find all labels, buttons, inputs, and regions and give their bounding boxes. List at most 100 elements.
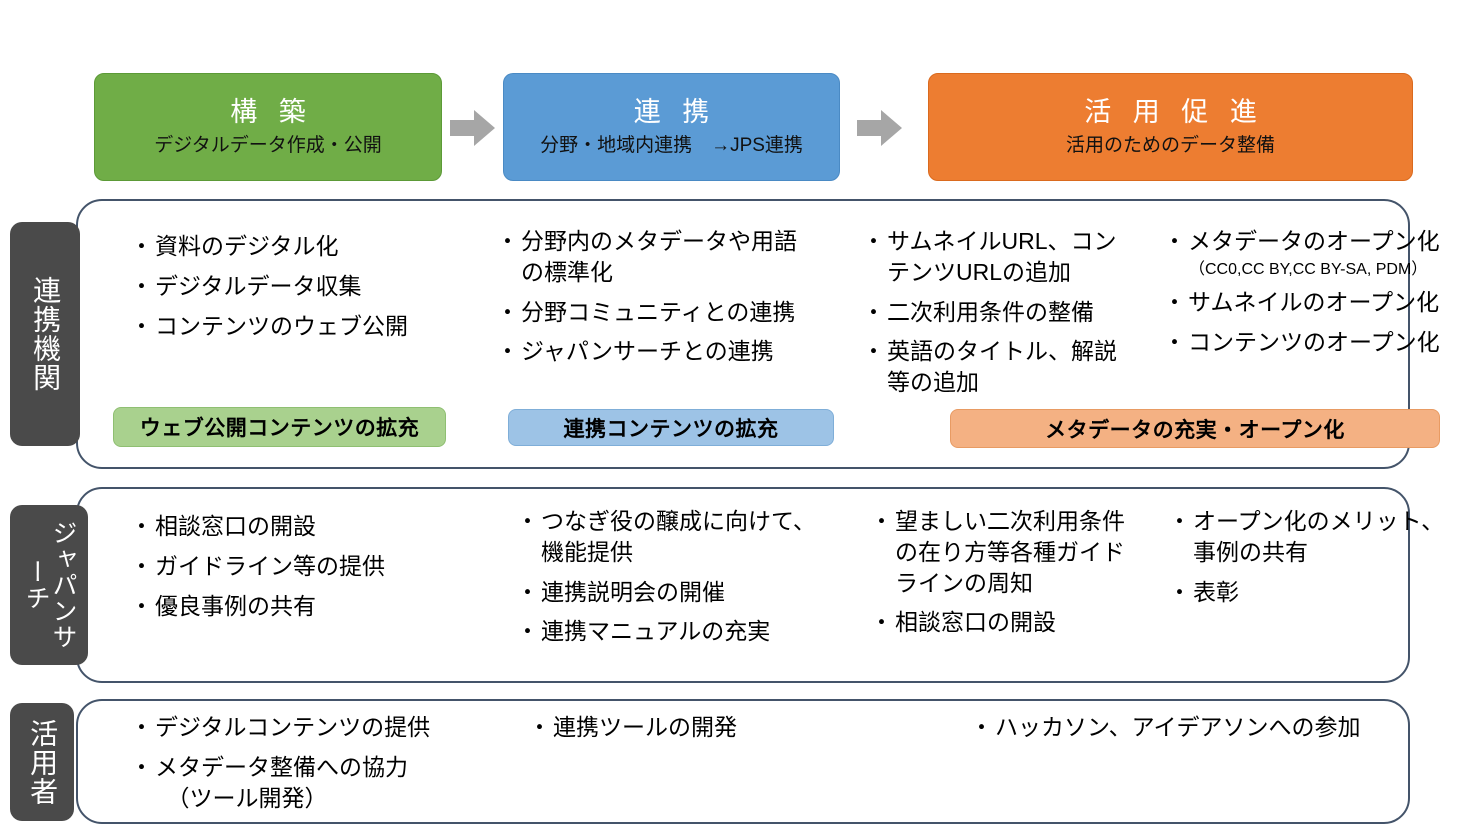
bullet-item: ・ つなぎ役の醸成に向けて、 機能提供 [516,506,846,568]
bullet-glyph: ・ [862,228,885,254]
bullet-text: 連携マニュアルの充実 [541,618,771,645]
bullet-item: ・ 連携マニュアルの充実 [516,616,846,647]
row2-column-4: ・ オープン化のメリット、 事例の共有 ・ 表彰 [1168,506,1458,616]
badge-label: 連携コンテンツの拡充 [563,417,779,441]
bullet-item: ・ 連携説明会の開催 [516,577,846,608]
bullet-glyph: ・ [528,714,551,740]
license-note: （CC0,CC BY,CC BY-SA, PDM） [1189,260,1428,278]
bullet-text: 優良事例の共有 [155,592,316,619]
arrow-right-icon-2 [857,110,902,146]
bullet-item: ・ サムネイルURL、コン テンツURLの追加 [862,226,1152,288]
bullet-text: オープン化のメリット、 事例の共有 [1193,508,1445,565]
bullet-glyph: ・ [130,552,153,579]
bullet-glyph: ・ [516,578,539,605]
phase-title-construction: 構 築 [230,96,313,127]
phase-subtitle-collaboration: 分野・地域内連携 →JPS連携 [540,134,803,156]
bullet-item: ・ コンテンツのウェブ公開 [130,311,470,342]
phase-box-construction: 構 築 デジタルデータ作成・公開 [94,73,442,181]
bullet-text: コンテンツのオープン化 [1188,328,1440,355]
bullet-item: ・ 二次利用条件の整備 [862,297,1152,328]
bullet-glyph: ・ [870,609,893,636]
bullet-text: 分野コミュニティとの連携 [521,298,796,325]
bullet-item: ・ 相談窓口の開設 [870,607,1160,638]
badge-label: ウェブ公開コンテンツの拡充 [139,417,420,440]
bullet-text: サムネイルのオープン化 [1188,289,1440,315]
bullet-glyph: ・ [130,714,153,740]
bullet-item: ・ 分野内のメタデータや用語 の標準化 [496,226,832,288]
bullet-text: 分野内のメタデータや用語 の標準化 [521,228,797,285]
bullet-glyph: ・ [1163,228,1186,254]
bullet-item: ・ 英語のタイトル、解説 等の追加 [862,336,1152,398]
bullet-glyph: ・ [496,228,519,254]
actor-tab-label-users: 活用者 [27,718,59,806]
bullet-item: ・ 優良事例の共有 [130,591,470,622]
bullet-item: ・ ハッカソン、アイデアソンへの参加 [970,712,1440,743]
bullet-text: サムネイルURL、コン テンツURLの追加 [887,228,1117,285]
bullet-item: ・ コンテンツのオープン化 [1163,327,1463,358]
bullet-glyph: ・ [130,272,153,299]
bullet-glyph: ・ [1163,328,1186,355]
bullet-text: デジタルコンテンツの提供 [155,714,431,740]
bullet-glyph: ・ [1168,508,1191,534]
bullet-item: ・ 相談窓口の開設 [130,511,470,542]
row1-column-2: ・ 分野内のメタデータや用語 の標準化 ・ 分野コミュニティとの連携 ・ ジャパ… [496,226,832,376]
row1-column-4: ・ メタデータのオープン化 （CC0,CC BY,CC BY-SA, PDM） … [1163,226,1463,367]
badge-metadata-enrichment-open: メタデータの充実・オープン化 [950,409,1440,448]
bullet-glyph: ・ [516,618,539,645]
bullet-text: 英語のタイトル、解説 等の追加 [887,338,1117,396]
bullet-glyph: ・ [130,312,153,339]
bullet-item: ・ ガイドライン等の提供 [130,551,470,582]
actor-tab-label-partner-institutions: 連携機関 [30,276,62,392]
bullet-text: メタデータのオープン化 [1188,228,1440,254]
badge-linked-content-expansion: 連携コンテンツの拡充 [508,409,834,446]
bullet-item: ・ 連携ツールの開発 [528,712,828,743]
row3-column-3: ・ ハッカソン、アイデアソンへの参加 [970,712,1440,752]
row3-column-2: ・ 連携ツールの開発 [528,712,828,752]
phase-box-collaboration: 連 携 分野・地域内連携 →JPS連携 [503,73,840,181]
bullet-item: ・ 望ましい二次利用条件 の在り方等各種ガイド ラインの周知 [870,506,1160,598]
row-panel-japan-search [76,487,1410,683]
bullet-glyph: ・ [1168,578,1191,605]
bullet-item: ・ デジタルコンテンツの提供 [130,712,490,743]
bullet-glyph: ・ [1163,289,1186,315]
bullet-item: ・ デジタルデータ収集 [130,271,470,302]
row3-column-1: ・ デジタルコンテンツの提供 ・ メタデータ整備への協力 （ツール開発） [130,712,490,822]
row1-column-3: ・ サムネイルURL、コン テンツURLの追加 ・ 二次利用条件の整備 ・ 英語… [862,226,1152,407]
bullet-glyph: ・ [870,508,893,534]
bullet-glyph: ・ [130,753,153,780]
bullet-text: 相談窓口の開設 [155,513,316,539]
phase-box-utilization: 活 用 促 進 活用のためのデータ整備 [928,73,1413,181]
bullet-text: 資料のデジタル化 [155,233,339,259]
bullet-item: ・ メタデータ整備への協力 （ツール開発） [130,752,490,814]
bullet-text: デジタルデータ収集 [155,272,362,299]
row-panel-users [76,699,1410,824]
badge-label: メタデータの充実・オープン化 [1045,418,1345,442]
bullet-glyph: ・ [496,338,519,365]
bullet-text: 連携ツールの開発 [553,714,737,740]
badge-web-content-expansion: ウェブ公開コンテンツの拡充 [113,407,446,447]
arrow-right-icon-1 [450,110,495,146]
bullet-text: 表彰 [1193,578,1239,605]
actor-tab-label-japan-search: ジャパンサーチ [22,520,77,650]
bullet-text: ジャパンサーチとの連携 [521,338,774,365]
bullet-glyph: ・ [130,592,153,619]
phase-title-utilization: 活 用 促 進 [1084,96,1264,127]
row2-column-2: ・ つなぎ役の醸成に向けて、 機能提供 ・ 連携説明会の開催 ・ 連携マニュアル… [516,506,846,656]
actor-tab-users: 活用者 [10,703,74,821]
bullet-text: 望ましい二次利用条件 の在り方等各種ガイド ラインの周知 [895,508,1125,596]
phase-subtitle-utilization: 活用のためのデータ整備 [1065,134,1275,156]
bullet-item: ・ オープン化のメリット、 事例の共有 [1168,506,1458,568]
bullet-item: ・ メタデータのオープン化 [1163,226,1463,257]
bullet-glyph: ・ [862,298,885,325]
bullet-item: ・ 表彰 [1168,577,1458,608]
bullet-text: ハッカソン、アイデアソンへの参加 [995,714,1361,740]
bullet-text: つなぎ役の醸成に向けて、 機能提供 [541,508,816,565]
bullet-glyph: ・ [496,298,519,325]
row2-column-3: ・ 望ましい二次利用条件 の在り方等各種ガイド ラインの周知 ・ 相談窓口の開設 [870,506,1160,647]
row1-column-1: ・ 資料のデジタル化 ・ デジタルデータ収集 ・ コンテンツのウェブ公開 [130,231,470,350]
bullet-item: ・ 分野コミュニティとの連携 [496,297,832,328]
bullet-text: 連携説明会の開催 [541,578,725,605]
bullet-text: ガイドライン等の提供 [155,552,385,579]
actor-tab-japan-search: ジャパンサーチ [10,505,88,665]
